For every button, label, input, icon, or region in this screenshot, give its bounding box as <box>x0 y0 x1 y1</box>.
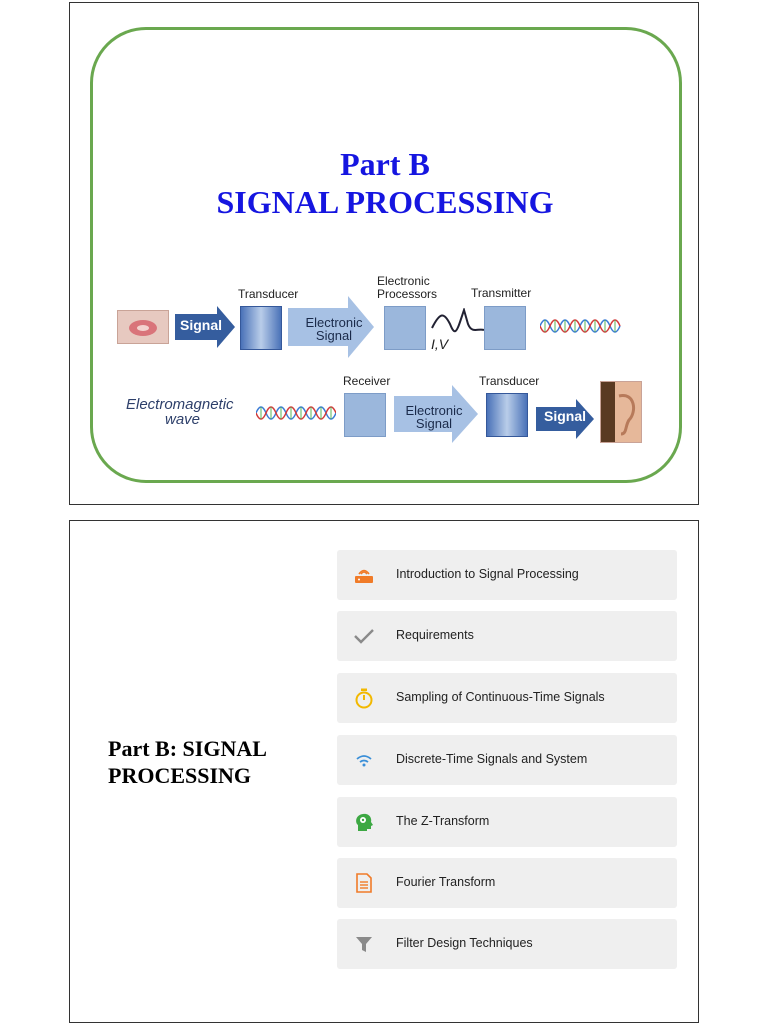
agenda-title-line1: Part B: SIGNAL <box>108 736 267 761</box>
rounded-frame <box>90 27 682 483</box>
electronic-signal-label-2b: Signal <box>415 416 453 431</box>
em-wave-label-b: wave <box>165 411 201 428</box>
agenda-title-line2: PROCESSING <box>108 763 252 788</box>
agenda-item-fourier[interactable]: Fourier Transform <box>337 858 677 908</box>
iv-label: I,V <box>431 336 449 352</box>
waveform-icon <box>431 308 485 333</box>
agenda-item-label: The Z-Transform <box>396 814 490 828</box>
checkmark-icon <box>353 625 375 647</box>
transducer-label-2: Transducer <box>479 374 540 388</box>
slide-title-part: Part B <box>340 146 430 182</box>
agenda-item-label: Sampling of Continuous-Time Signals <box>396 690 605 704</box>
receiver-label: Receiver <box>343 374 391 388</box>
transmitter-label: Transmitter <box>471 286 532 300</box>
processor-block <box>384 306 426 350</box>
electronic-signal-arrow-2 <box>394 385 478 443</box>
agenda-item-label: Requirements <box>396 628 474 642</box>
agenda-item-label: Fourier Transform <box>396 875 496 889</box>
agenda-item-intro[interactable]: Introduction to Signal Processing <box>337 550 677 600</box>
receiver-block <box>344 393 386 437</box>
filter-icon <box>353 933 375 955</box>
slide-agenda: Part B: SIGNAL PROCESSING Introduction t… <box>69 520 699 1023</box>
agenda-item-sampling[interactable]: Sampling of Continuous-Time Signals <box>337 673 677 723</box>
electronic-signal-label-2a: Electronic <box>405 403 463 418</box>
router-icon <box>353 564 375 586</box>
agenda-item-discrete-time[interactable]: Discrete-Time Signals and System <box>337 735 677 785</box>
agenda-item-z-transform[interactable]: The Z-Transform <box>337 797 677 847</box>
agenda-item-filter-design[interactable]: Filter Design Techniques <box>337 919 677 969</box>
em-wave-label-a: Electromagnetic <box>126 396 234 413</box>
processors-label-b: Processors <box>377 287 438 301</box>
slide-title-signal-processing: SIGNAL PROCESSING <box>216 184 554 220</box>
slide-part-b-title: Part B SIGNAL PROCESSING Signal Transduc… <box>69 2 699 505</box>
transducer-block-2 <box>486 393 528 437</box>
dna-wave-icon-1 <box>540 319 621 333</box>
signal-arrow-1 <box>175 306 235 348</box>
wifi-icon <box>353 749 375 771</box>
agenda-item-label: Filter Design Techniques <box>396 936 533 950</box>
transmitter-block <box>484 306 526 350</box>
stopwatch-icon <box>353 687 375 709</box>
transducer-label-1: Transducer <box>238 287 299 301</box>
electronic-signal-arrow-1 <box>288 296 374 358</box>
dna-wave-icon-2 <box>256 406 336 420</box>
mouth-image <box>117 310 169 344</box>
document-icon <box>353 872 375 894</box>
agenda-item-label: Discrete-Time Signals and System <box>396 752 588 766</box>
transducer-block-1 <box>240 306 282 350</box>
agenda-title: Part B: SIGNAL PROCESSING <box>108 735 267 789</box>
ear-image <box>600 381 642 443</box>
agenda-item-label: Introduction to Signal Processing <box>396 567 579 581</box>
signal-arrow-2-label: Signal <box>544 408 587 424</box>
agenda-item-requirements[interactable]: Requirements <box>337 611 677 661</box>
processors-label-a: Electronic <box>377 274 430 288</box>
signal-arrow-2 <box>536 399 594 439</box>
electronic-signal-label-1a: Electronic <box>305 315 363 330</box>
electronic-signal-label-1b: Signal <box>315 328 353 343</box>
signal-arrow-1-label: Signal <box>180 317 223 333</box>
head-gears-icon <box>353 811 375 833</box>
